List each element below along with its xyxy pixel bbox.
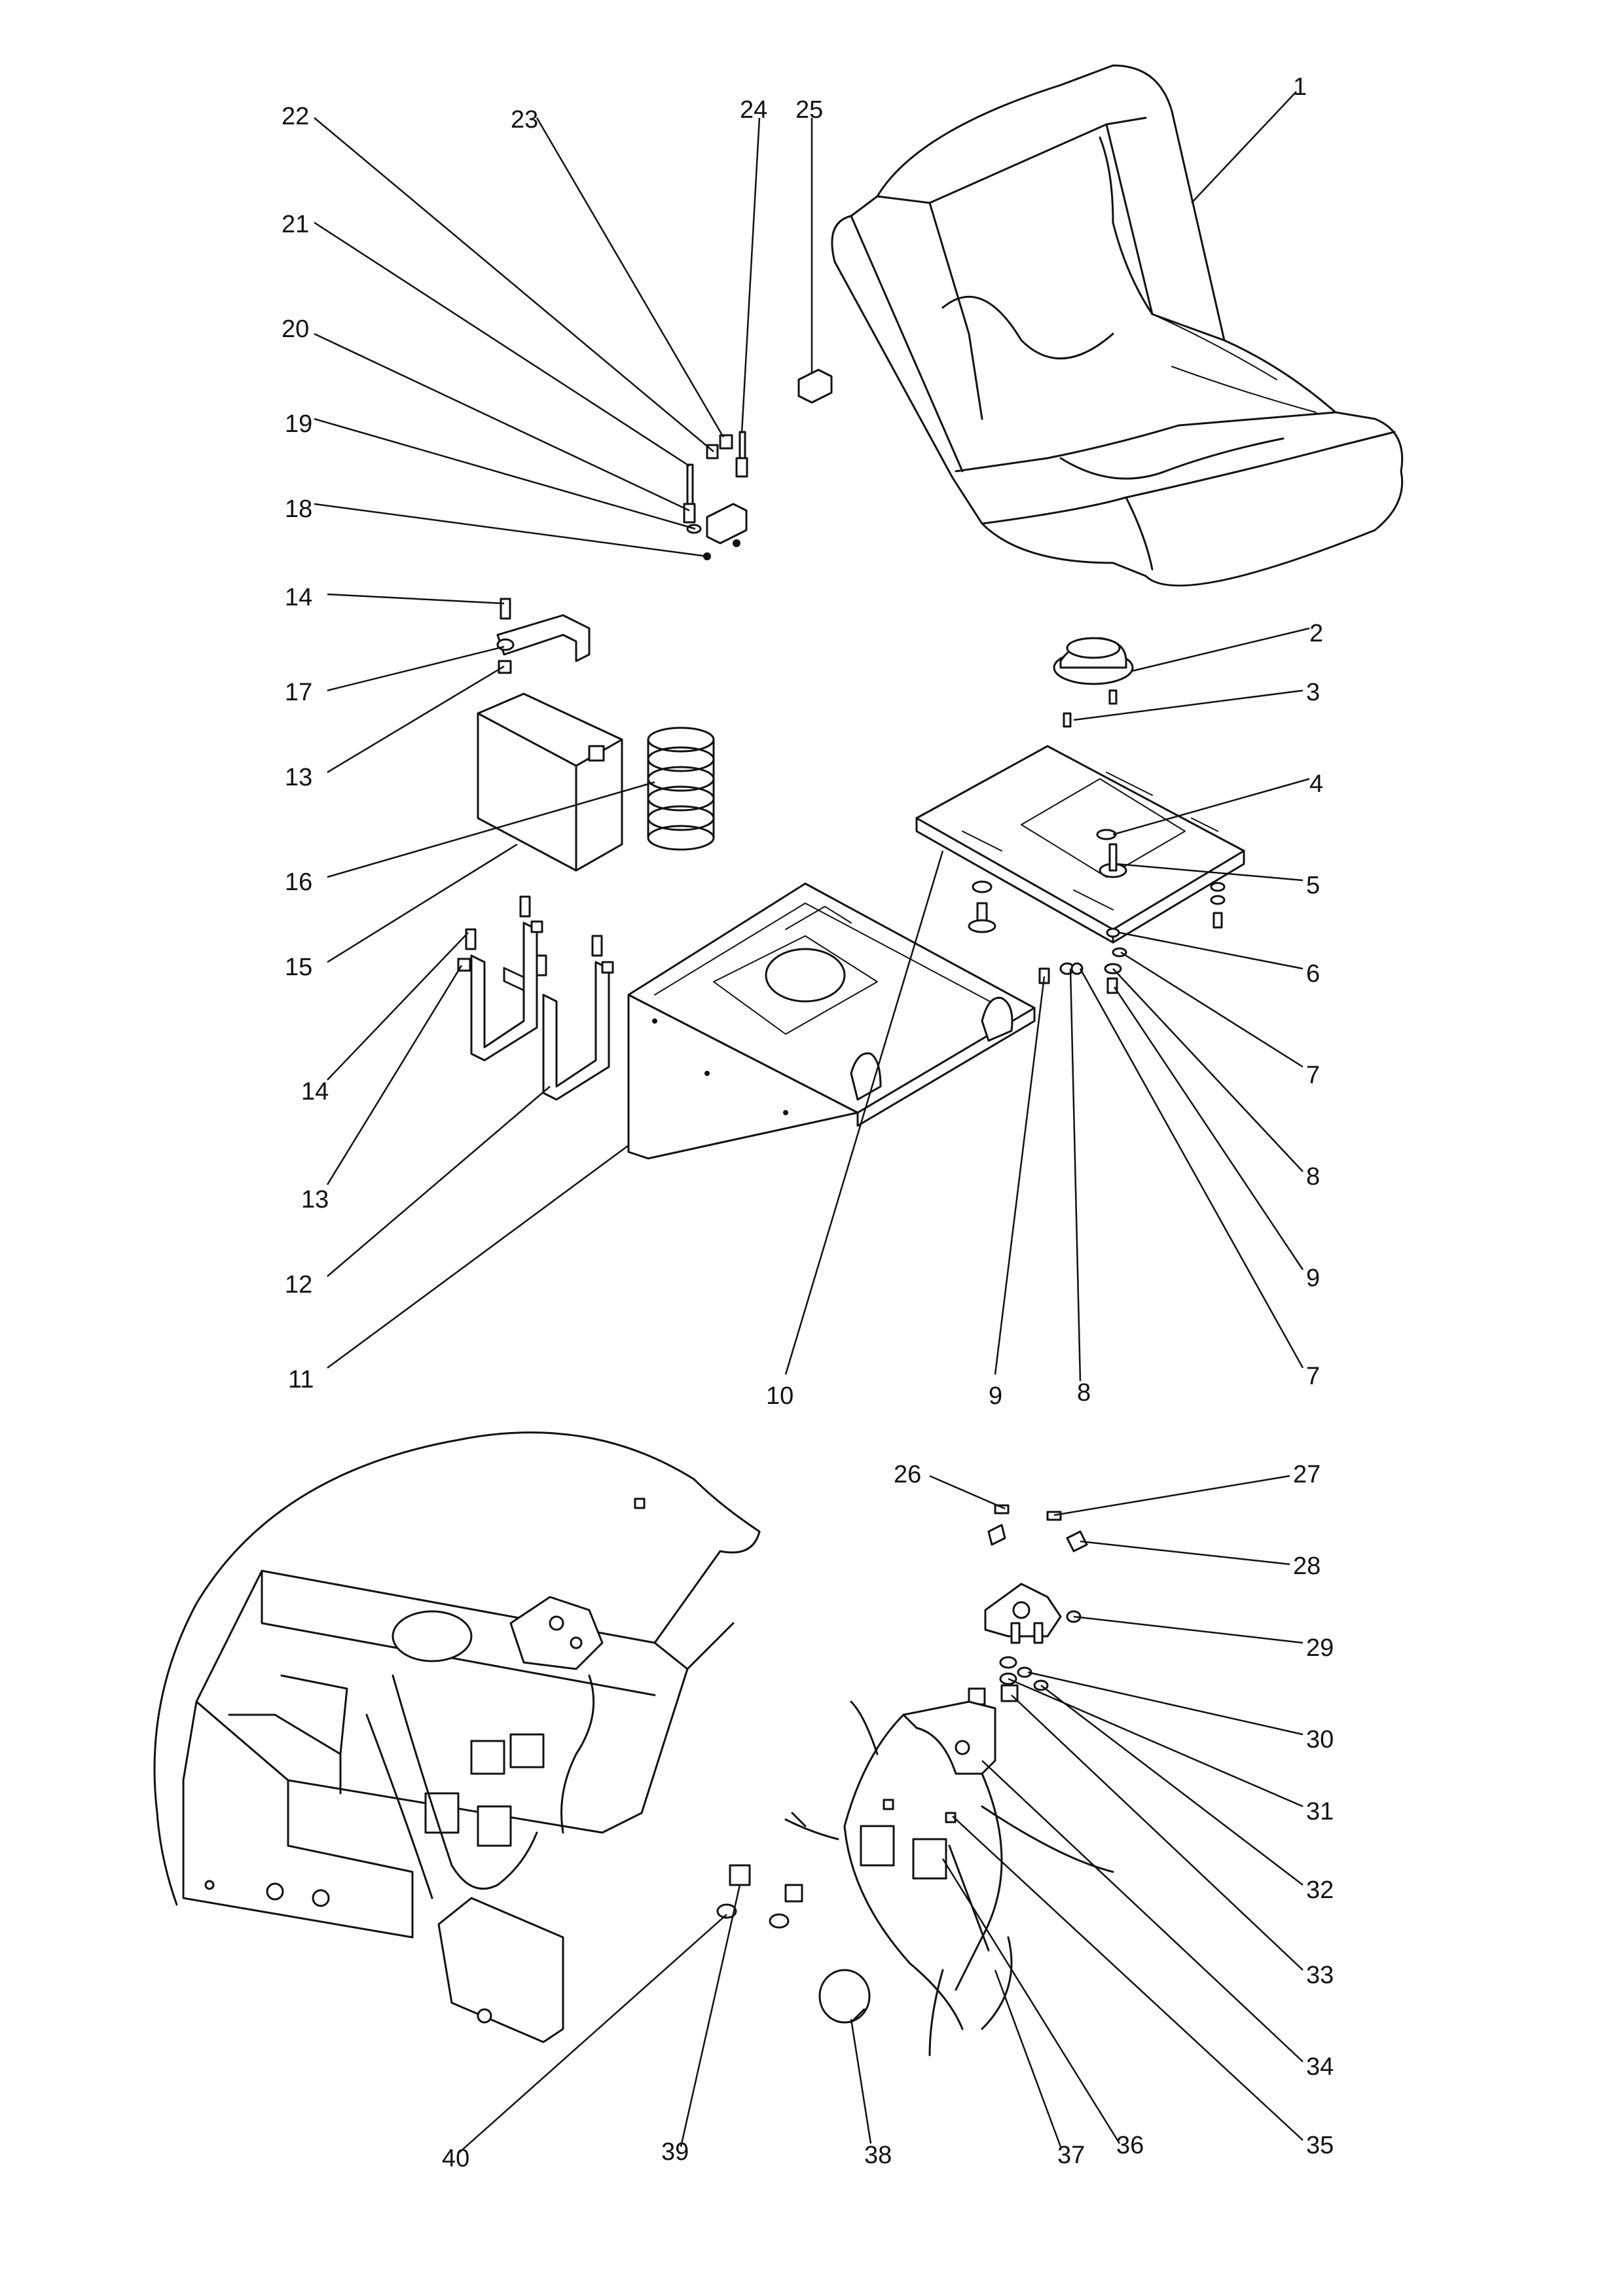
switch-assembly-part xyxy=(683,368,833,560)
callout-22: 22 xyxy=(282,103,309,130)
callout-17: 17 xyxy=(285,679,312,706)
callout-32: 32 xyxy=(1306,1876,1334,1904)
callout-40: 40 xyxy=(442,2145,469,2172)
callout-19: 19 xyxy=(285,410,312,438)
seat-plate-part xyxy=(915,745,1245,944)
callout-34: 34 xyxy=(1306,2053,1334,2081)
callout-3: 3 xyxy=(1306,679,1320,706)
callout-14: 14 xyxy=(301,1078,329,1105)
callout-numbers: 1 2 3 4 5 6 7 8 9 7 8 9 10 11 12 13 14 1… xyxy=(282,73,1334,2172)
callout-33: 33 xyxy=(1306,1962,1334,1989)
detail-view xyxy=(153,1431,761,2043)
callout-15: 15 xyxy=(285,954,312,981)
callout-13b: 13 xyxy=(285,764,312,791)
seat-part xyxy=(831,64,1404,587)
callout-7: 7 xyxy=(1306,1062,1320,1089)
callout-9b: 9 xyxy=(989,1382,1002,1410)
callout-7b: 7 xyxy=(1306,1363,1320,1390)
callout-10: 10 xyxy=(766,1382,793,1410)
callout-31: 31 xyxy=(1306,1798,1334,1825)
callout-28: 28 xyxy=(1293,1552,1321,1580)
plate-hardware xyxy=(968,880,1226,994)
callout-20: 20 xyxy=(282,315,309,343)
callout-6: 6 xyxy=(1306,960,1320,988)
callout-4: 4 xyxy=(1309,770,1323,798)
callout-14b: 14 xyxy=(285,584,312,611)
callout-13: 13 xyxy=(301,1186,329,1213)
cover-bracket-part xyxy=(496,614,591,662)
callout-30: 30 xyxy=(1306,1726,1334,1753)
callout-18: 18 xyxy=(285,495,312,523)
callout-9: 9 xyxy=(1306,1265,1320,1292)
callout-1: 1 xyxy=(1293,73,1307,101)
callout-39: 39 xyxy=(661,2138,689,2166)
seat-switch-part xyxy=(1053,637,1134,728)
callout-36: 36 xyxy=(1116,2132,1144,2159)
callout-21: 21 xyxy=(282,211,309,238)
u-bracket-part xyxy=(457,895,614,1101)
spring-part xyxy=(647,726,715,851)
callout-11: 11 xyxy=(288,1366,314,1393)
callout-24: 24 xyxy=(740,96,767,124)
leader-lines-bottom xyxy=(458,1475,1304,2154)
callout-29: 29 xyxy=(1306,1634,1334,1662)
callout-8b: 8 xyxy=(1077,1379,1091,1407)
callout-37: 37 xyxy=(1057,2142,1085,2169)
callout-38: 38 xyxy=(864,2142,892,2169)
callout-2: 2 xyxy=(1309,620,1323,647)
leader-lines xyxy=(314,91,1310,1382)
callout-26: 26 xyxy=(894,1461,921,1488)
control-box-part xyxy=(477,692,623,995)
callout-12: 12 xyxy=(285,1271,312,1299)
callout-27: 27 xyxy=(1293,1461,1321,1488)
callout-5: 5 xyxy=(1306,872,1320,899)
harness-assembly xyxy=(716,1504,1114,2056)
cover-bolts xyxy=(496,598,515,674)
callout-35: 35 xyxy=(1306,2132,1334,2159)
callout-23: 23 xyxy=(511,106,538,134)
seat-base-part xyxy=(627,882,1036,1160)
callout-25: 25 xyxy=(795,96,823,124)
callout-8: 8 xyxy=(1306,1163,1320,1191)
callout-16: 16 xyxy=(285,869,312,896)
